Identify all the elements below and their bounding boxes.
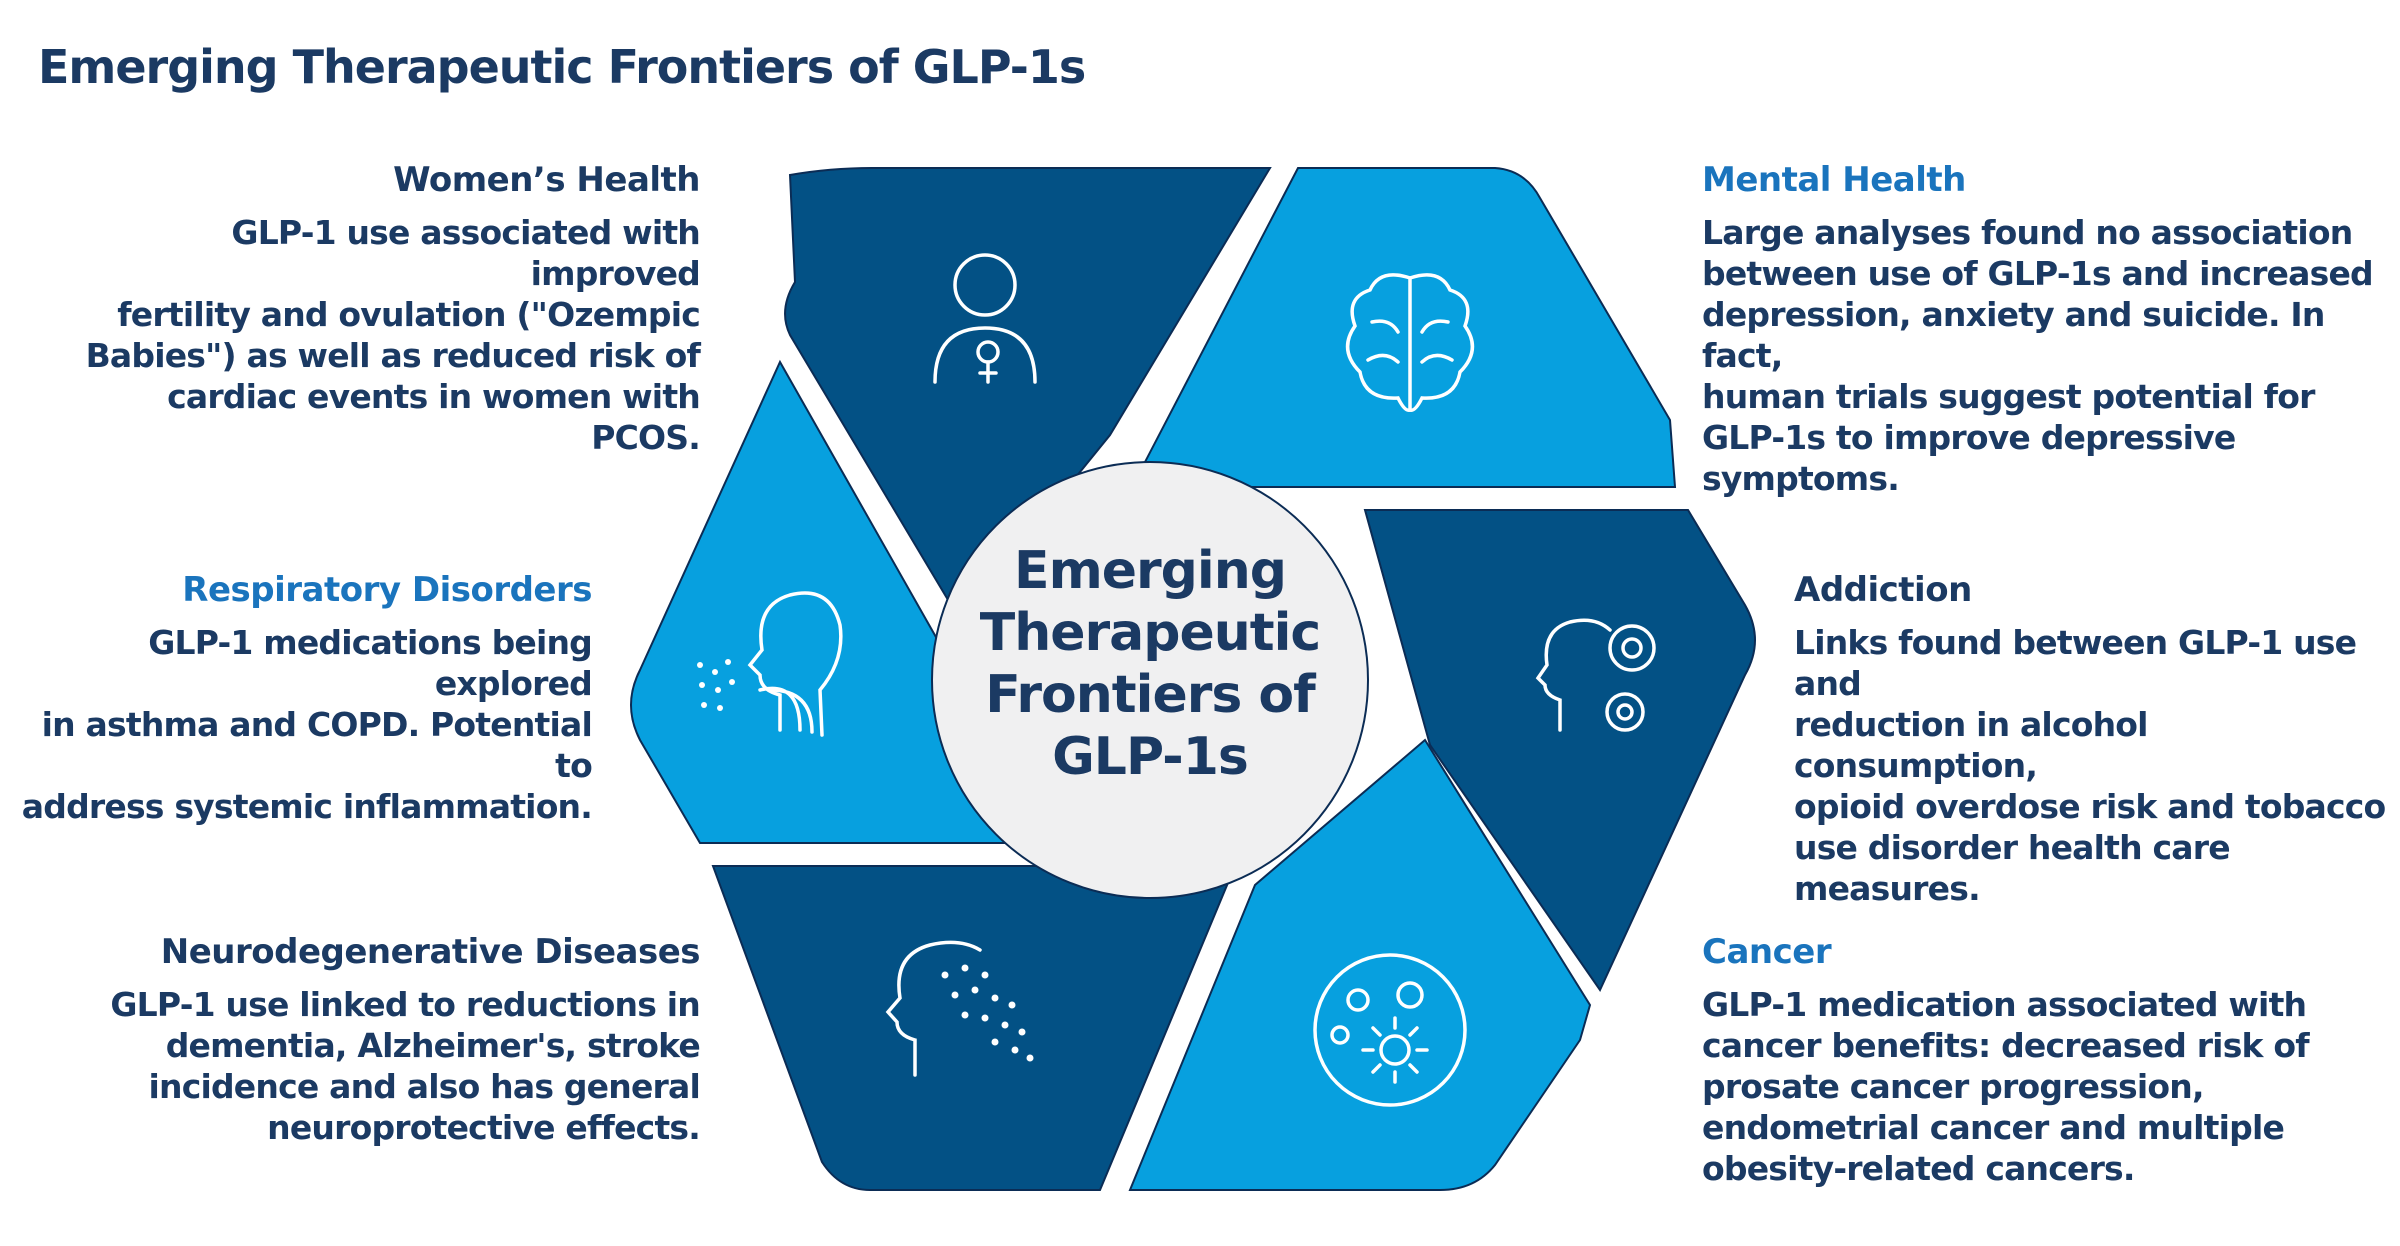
cancer-title: Cancer <box>1702 932 1832 972</box>
respiratory-text: GLP-1 medications being explored in asth… <box>21 623 593 826</box>
neuro-text: GLP-1 use linked to reductions in dement… <box>110 985 700 1147</box>
womens-health-title: Women’s Health <box>393 160 700 200</box>
womens-health-text: GLP-1 use associated with improved ferti… <box>85 213 701 457</box>
segment-cancer <box>1128 738 1592 1191</box>
head-gears-icon <box>1535 618 1656 732</box>
center-label: Emerging Therapeutic Frontiers of GLP-1s <box>979 541 1322 787</box>
cancer-text: GLP-1 medication associated with cancer … <box>1702 985 2310 1188</box>
cell-icon <box>1313 953 1467 1107</box>
center-circle <box>931 461 1369 899</box>
cancer-section: Cancer GLP-1 medication associated with … <box>1702 930 2322 1189</box>
neuro-section: Neurodegenerative Diseases GLP-1 use lin… <box>80 930 700 1148</box>
woman-icon <box>933 253 1037 384</box>
brain-icon <box>1345 273 1475 412</box>
head-dots-icon <box>885 940 1034 1077</box>
addiction-title: Addiction <box>1794 570 1972 610</box>
neuro-title: Neurodegenerative Diseases <box>160 932 701 972</box>
mental-health-text: Large analyses found no association betw… <box>1702 213 2374 498</box>
page-title: Emerging Therapeutic Frontiers of GLP-1s <box>38 40 1086 94</box>
mental-health-section: Mental Health Large analyses found no as… <box>1702 158 2382 499</box>
womens-health-section: Women’s Health GLP-1 use associated with… <box>80 158 701 458</box>
respiratory-section: Respiratory Disorders GLP-1 medications … <box>0 568 593 827</box>
segment-neuro <box>711 865 1237 1191</box>
segment-addiction <box>1363 509 1756 993</box>
mental-health-title: Mental Health <box>1702 160 1966 200</box>
respiratory-title: Respiratory Disorders <box>182 570 592 610</box>
segment-mental-health <box>1130 167 1677 488</box>
addiction-text: Links found between GLP-1 use and reduct… <box>1794 623 2386 908</box>
breathing-head-icon <box>697 591 843 737</box>
segment-womens-health <box>784 167 1272 622</box>
addiction-section: Addiction Links found between GLP-1 use … <box>1794 568 2394 909</box>
